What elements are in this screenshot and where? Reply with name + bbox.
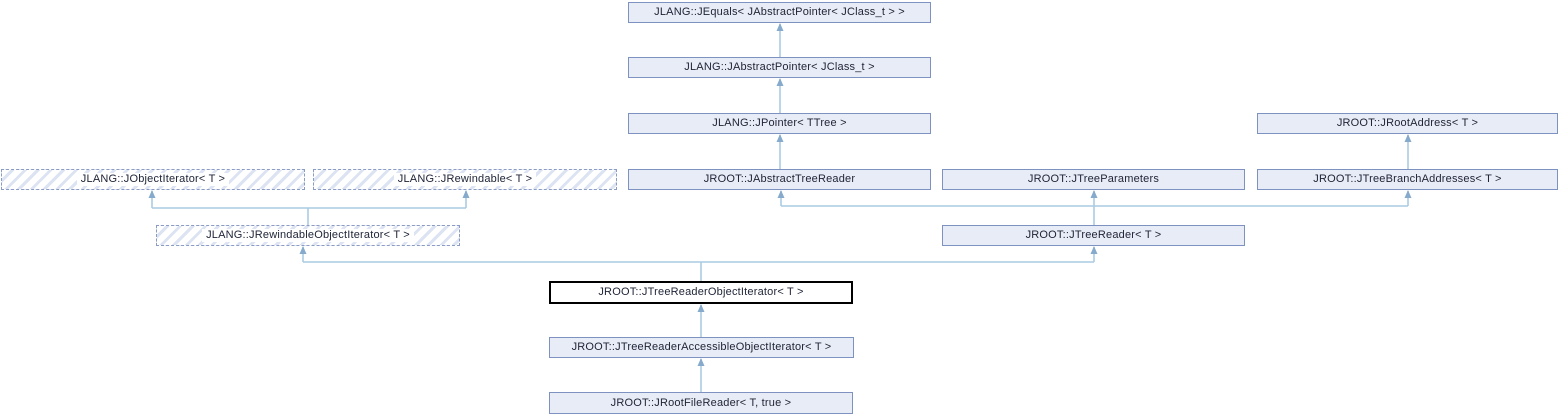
class-node-jroot-jabstracttreereader[interactable]: JROOT::JAbstractTreeReader: [628, 169, 931, 190]
class-node-jlang-jrewindableobjectiterator[interactable]: JLANG::JRewindableObjectIterator< T >: [156, 225, 460, 246]
class-node-label: JLANG::JRewindableObjectIterator< T >: [202, 229, 414, 242]
edge-jtreereaderobjectiterator-to-jrewindableobjectiterator-and-jtreereader: [299, 246, 1098, 281]
class-node-label: JROOT::JTreeParameters: [1027, 173, 1160, 185]
class-node-jlang-jabstractpointer[interactable]: JLANG::JAbstractPointer< JClass_t >: [628, 57, 931, 78]
class-node-jlang-jequals[interactable]: JLANG::JEquals< JAbstractPointer< JClass…: [628, 2, 931, 23]
edge-jabstracttreereader-to-jpointer: [776, 134, 784, 169]
arrowhead-icon: [1090, 190, 1098, 198]
arrowhead-icon: [697, 358, 705, 366]
class-node-jroot-jtreereaderobjectiterator: JROOT::JTreeReaderObjectIterator< T >: [549, 281, 853, 304]
edge-jtreereaderaccessibleobjectiterator-to-jtreereaderobjectiterator: [697, 304, 705, 337]
class-node-label: JROOT::JRootFileReader< T, true >: [610, 396, 792, 409]
edge-jpointer-to-jabstractpointer: [776, 78, 784, 113]
class-node-jroot-jtreeparameters[interactable]: JROOT::JTreeParameters: [942, 169, 1245, 190]
class-node-jroot-jrootaddress[interactable]: JROOT::JRootAddress< T >: [1257, 113, 1558, 134]
arrowhead-icon: [462, 190, 470, 198]
class-node-label: JLANG::JPointer< TTree >: [712, 117, 847, 129]
class-node-jlang-jpointer[interactable]: JLANG::JPointer< TTree >: [628, 113, 931, 134]
edge-jabstractpointer-to-jequals: [776, 23, 784, 57]
class-node-label: JROOT::JAbstractTreeReader: [703, 173, 856, 185]
class-node-label: JROOT::JTreeReaderAccessibleObjectIterat…: [571, 341, 832, 353]
class-node-jroot-jtreereaderaccessibleobjectiterator[interactable]: JROOT::JTreeReaderAccessibleObjectIterat…: [549, 337, 854, 358]
edge-jrewindableobjectiterator-to-jobjectiterator-and-jrewindable: [148, 190, 470, 225]
arrowhead-icon: [777, 190, 785, 198]
arrowhead-icon: [299, 246, 307, 254]
class-node-label: JROOT::JTreeReader< T >: [1025, 229, 1162, 241]
arrowhead-icon: [1404, 134, 1412, 142]
arrowhead-icon: [776, 134, 784, 142]
class-node-jlang-jobjectiterator[interactable]: JLANG::JObjectIterator< T >: [1, 169, 305, 190]
class-node-label: JROOT::JRootAddress< T >: [1336, 117, 1479, 129]
class-node-label: JROOT::JTreeReaderObjectIterator< T >: [598, 286, 804, 298]
arrowhead-icon: [776, 78, 784, 86]
class-node-label: JROOT::JTreeBranchAddresses< T >: [1313, 173, 1502, 185]
class-node-label: JLANG::JAbstractPointer< JClass_t >: [684, 61, 875, 73]
class-node-label: JLANG::JRewindable< T >: [393, 173, 537, 186]
edge-jtreereader-to-jabstracttreereader-jtreeparameters-jtreebranchaddresses: [777, 190, 1412, 225]
arrowhead-icon: [776, 23, 784, 31]
class-node-jroot-jtreebranchaddresses[interactable]: JROOT::JTreeBranchAddresses< T >: [1257, 169, 1558, 190]
class-node-jroot-jtreereader[interactable]: JROOT::JTreeReader< T >: [942, 225, 1245, 246]
class-node-jlang-jrewindable[interactable]: JLANG::JRewindable< T >: [313, 169, 617, 190]
arrowhead-icon: [1090, 246, 1098, 254]
edge-jrootfilereader-to-jtreereaderaccessibleobjectiterator: [697, 358, 705, 392]
arrowhead-icon: [697, 304, 705, 312]
arrowhead-icon: [1404, 190, 1412, 198]
arrowhead-icon: [148, 190, 156, 198]
class-node-label: JLANG::JEquals< JAbstractPointer< JClass…: [654, 6, 905, 18]
edge-jtreebranchaddresses-to-jrootaddress: [1404, 134, 1412, 169]
class-node-jroot-jrootfilereader[interactable]: JROOT::JRootFileReader< T, true >: [549, 392, 853, 414]
class-node-label: JLANG::JObjectIterator< T >: [76, 173, 230, 186]
